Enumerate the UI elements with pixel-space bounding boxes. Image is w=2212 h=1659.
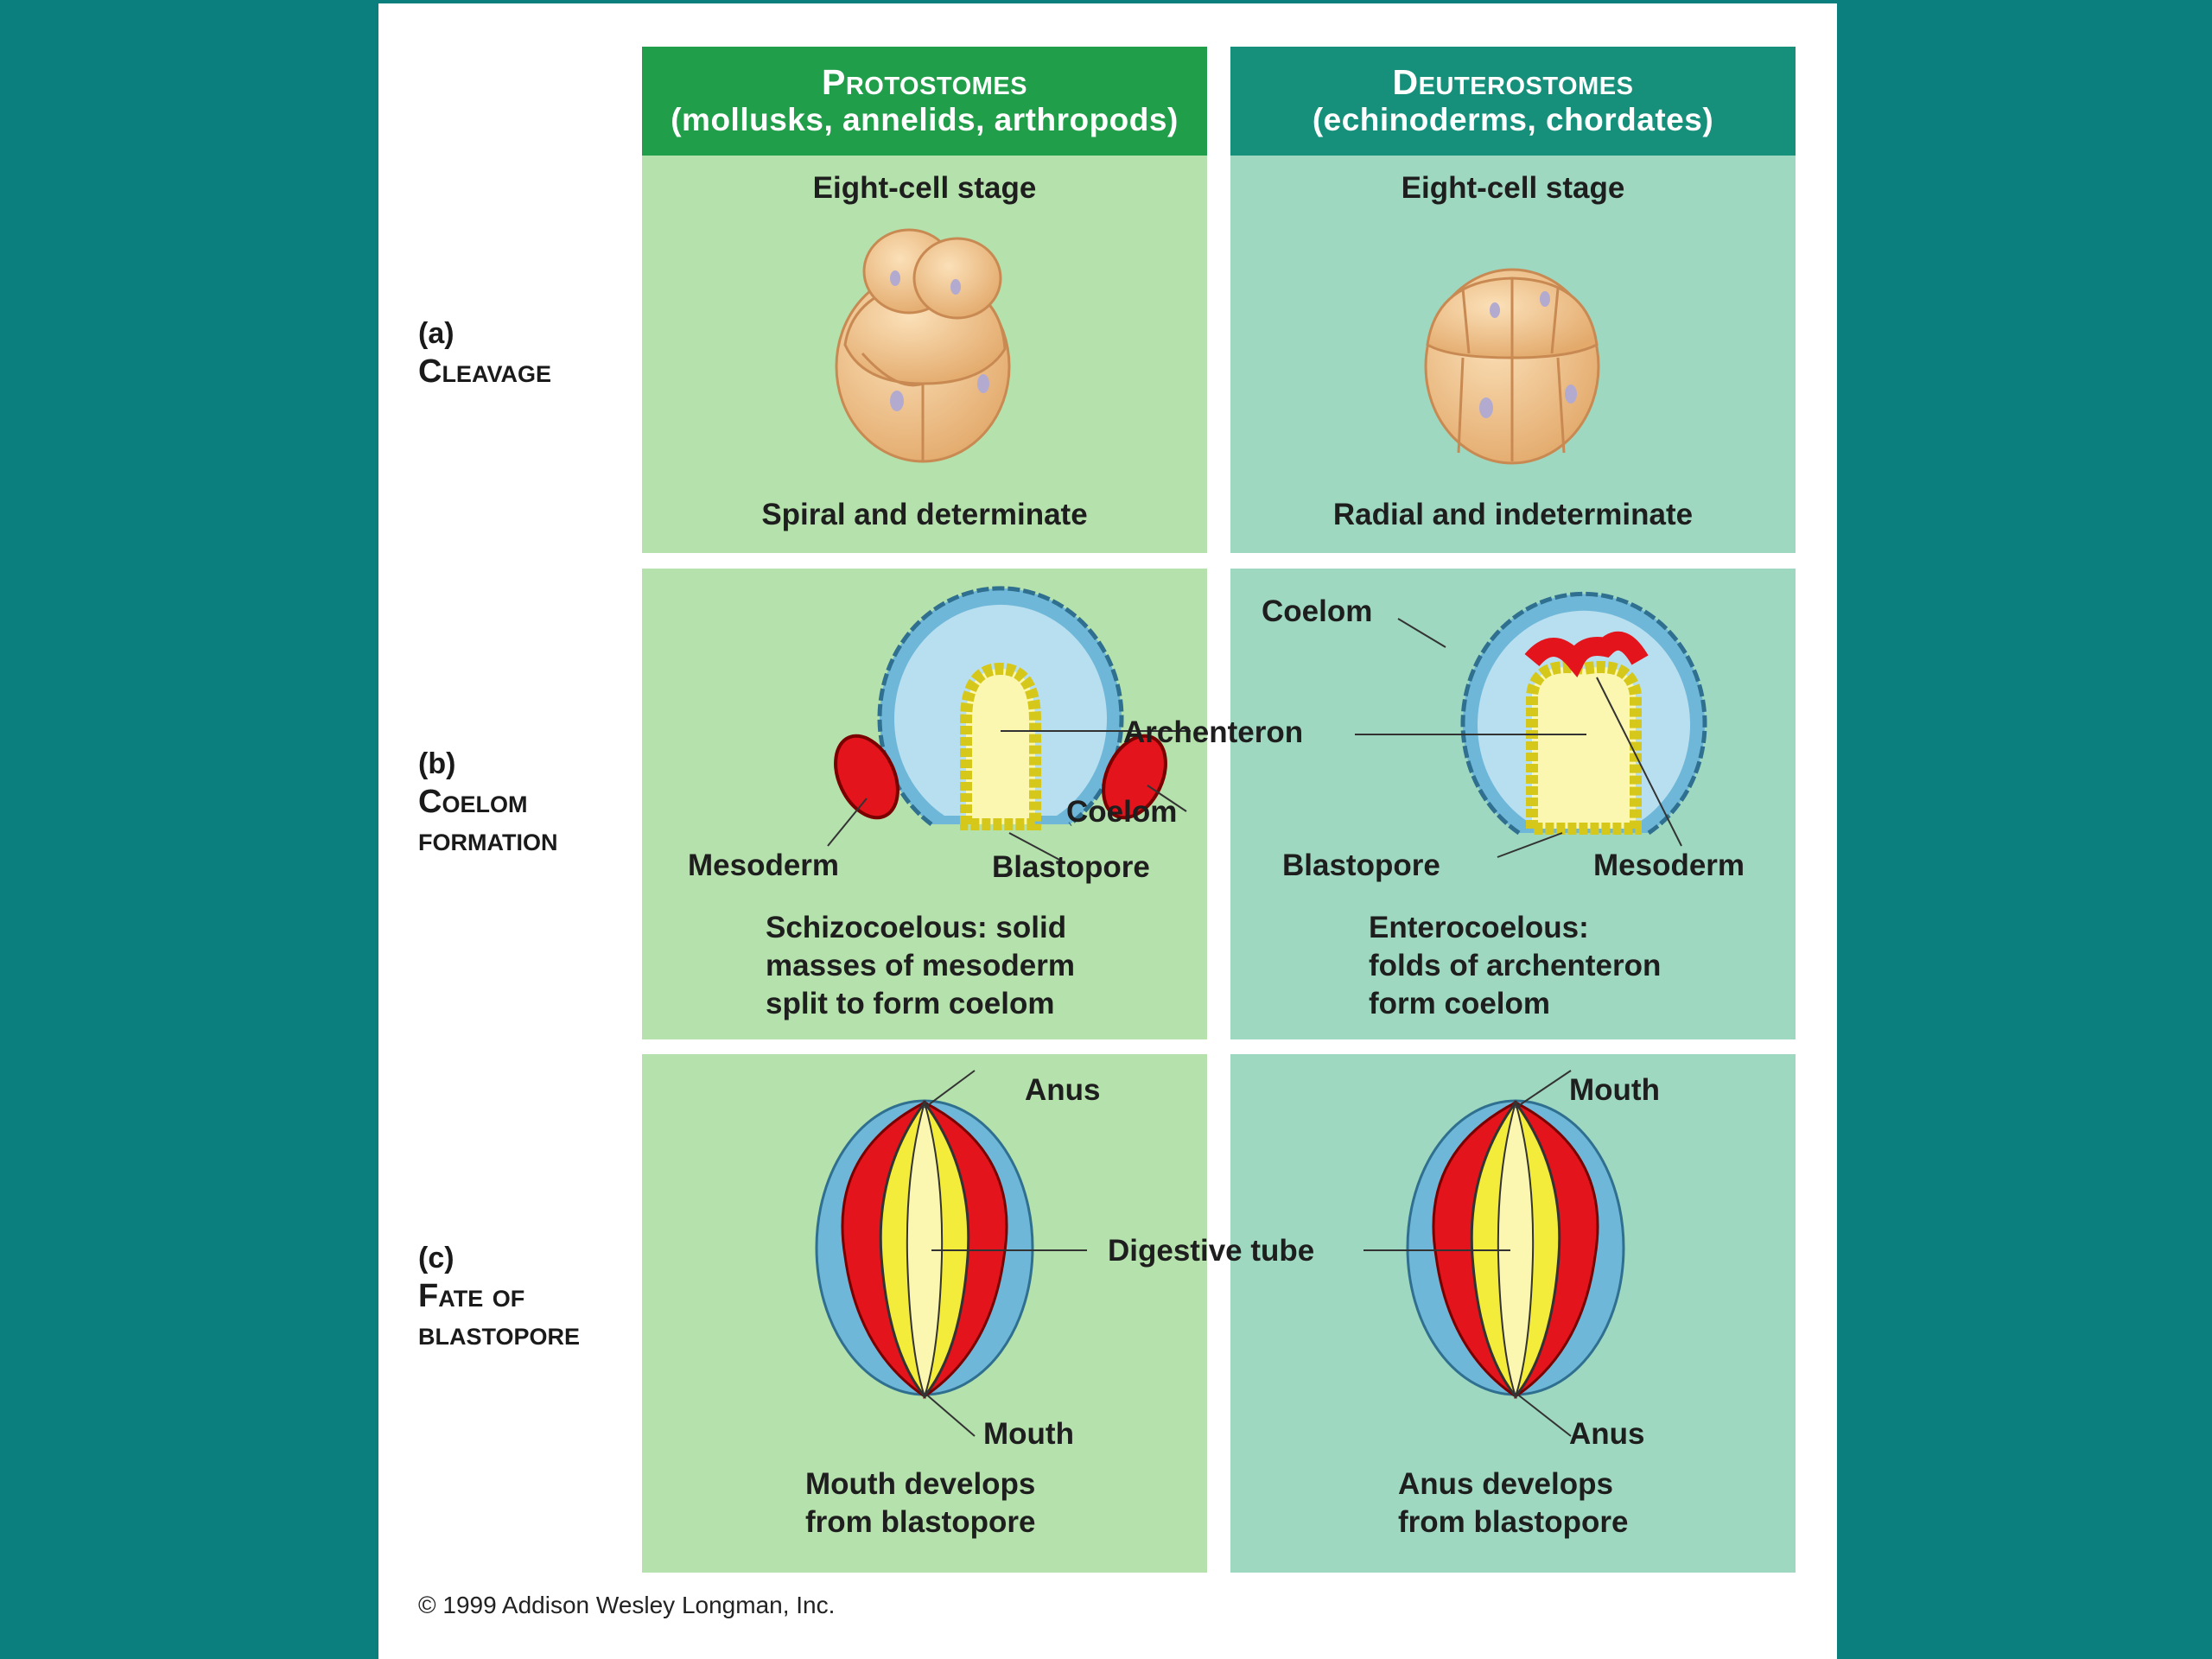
mouth-label-top: Mouth (1569, 1073, 1660, 1107)
spiral-caption: Spiral and determinate (761, 498, 1088, 531)
deuterostome-digestive-tube (1363, 1070, 1625, 1437)
spiral-eight-cell-embryo (835, 228, 1011, 463)
mesoderm-label-right: Mesoderm (1593, 849, 1745, 882)
row-name-formation: formation (418, 822, 558, 858)
schizocoelous-caption-line-3: split to form coelom (766, 987, 1055, 1020)
row-letter-b: (b) (418, 747, 456, 780)
mouth-develops-caption-line-1: Mouth develops (805, 1467, 1036, 1501)
digestive-tube-label: Digestive tube (1108, 1234, 1315, 1268)
right-eight-cell-label: Eight-cell stage (1401, 171, 1625, 205)
row-letter-c: (c) (418, 1242, 454, 1274)
row-name-cleavage: Cleavage (418, 353, 551, 390)
blastopore-label-right: Blastopore (1282, 849, 1440, 882)
row-label-cleavage: (a) Cleavage (418, 315, 551, 391)
row-label-coelom-formation: (b) Coelom formation (418, 745, 557, 859)
enterocoelous-embryo (1355, 591, 1707, 858)
mouth-develops-caption-line-2: from blastopore (805, 1505, 1036, 1539)
deuterostomes-header: Deuterostomes (echinoderms, chordates) (1230, 47, 1796, 156)
deuterostomes-subtitle: (echinoderms, chordates) (1312, 102, 1714, 137)
mouth-label-bottom: Mouth (983, 1417, 1074, 1451)
anus-label-bottom: Anus (1569, 1417, 1645, 1451)
protostomes-header: Protostomes (mollusks, annelids, arthrop… (642, 47, 1207, 156)
coelom-label-right: Coelom (1262, 594, 1373, 628)
schizocoelous-caption-line-2: masses of mesoderm (766, 949, 1075, 982)
mesoderm-label-left: Mesoderm (688, 849, 840, 882)
schizocoelous-caption-line-1: Schizocoelous: solid (766, 911, 1067, 944)
schizocoelous-embryo (827, 586, 1191, 861)
embryo-illustrations (815, 228, 1707, 1437)
radial-eight-cell-embryo (1424, 268, 1600, 465)
copyright-notice: © 1999 Addison Wesley Longman, Inc. (418, 1592, 836, 1618)
protostome-digestive-tube (815, 1070, 1087, 1437)
anus-label-top: Anus (1025, 1073, 1101, 1107)
protostomes-subtitle: (mollusks, annelids, arthropods) (671, 102, 1179, 137)
row-letter-a: (a) (418, 317, 454, 350)
row-label-fate-of-blastopore: (c) Fate of blastopore (418, 1239, 580, 1353)
archenteron-label: Archenteron (1123, 715, 1304, 749)
left-eight-cell-label: Eight-cell stage (812, 171, 1037, 205)
row-name-fate-of: Fate of (418, 1278, 525, 1314)
figure-panel: Protostomes (mollusks, annelids, arthrop… (378, 3, 1837, 1659)
enterocoelous-caption-line-1: Enterocoelous: (1369, 911, 1589, 944)
enterocoelous-caption-line-3: form coelom (1369, 987, 1551, 1020)
deuterostomes-title: Deuterostomes (1392, 62, 1634, 102)
blastopore-label-left: Blastopore (992, 850, 1150, 884)
anus-develops-caption-line-1: Anus develops (1398, 1467, 1613, 1501)
row-name-blastopore: blastopore (418, 1316, 581, 1352)
coelom-label-left: Coelom (1066, 795, 1178, 829)
protostomes-title: Protostomes (821, 62, 1028, 102)
enterocoelous-caption-line-2: folds of archenteron (1369, 949, 1662, 982)
row-name-coelom: Coelom (418, 784, 528, 820)
anus-develops-caption-line-2: from blastopore (1398, 1505, 1629, 1539)
radial-caption: Radial and indeterminate (1332, 498, 1694, 531)
